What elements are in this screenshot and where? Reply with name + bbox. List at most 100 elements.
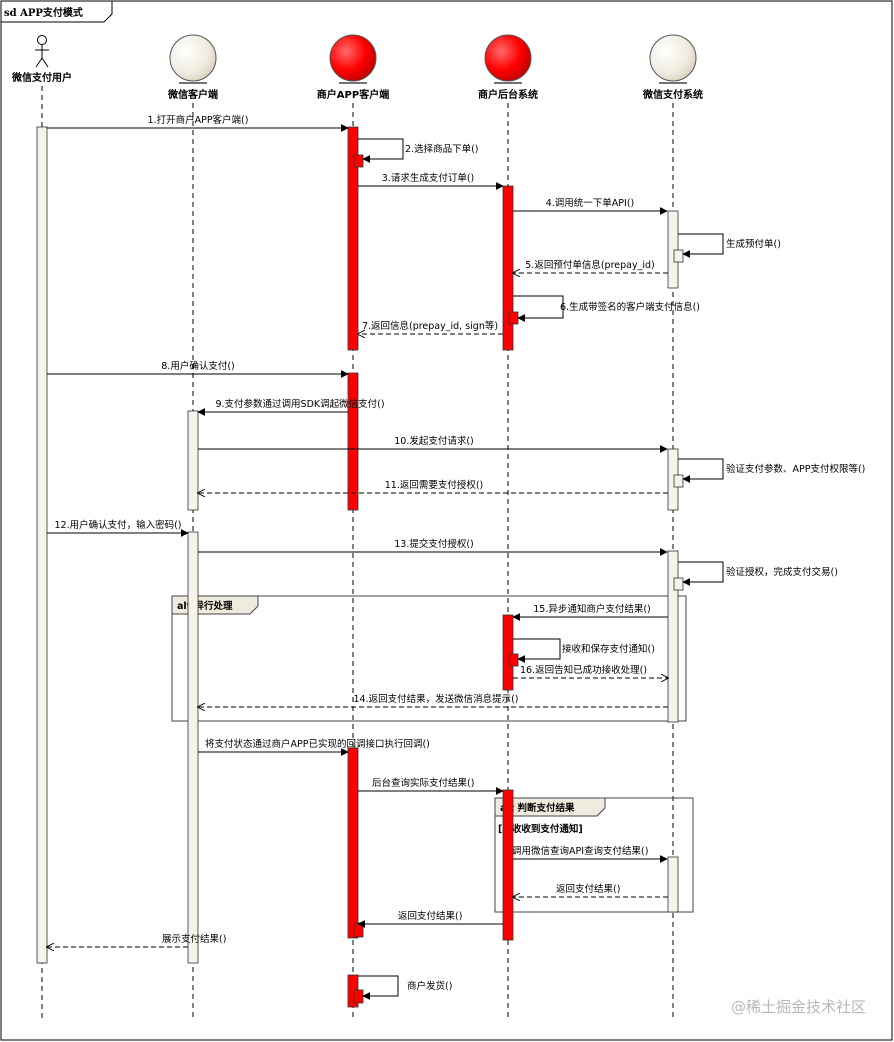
- message-label: 15.异步通知商户支付结果(): [533, 603, 651, 615]
- message-m19: 调用微信查询API查询支付结果(): [512, 845, 668, 863]
- actor-entity-icon: [329, 34, 377, 82]
- frame-tab: [1, 1, 113, 23]
- fragment-f2: alt 判断支付结果 [未收收到支付通知]: [494, 797, 694, 913]
- message-label: 13.提交支付授权(): [394, 538, 474, 550]
- actor-head-icon: [37, 35, 47, 45]
- message-m15: 15.异步通知商户支付结果(): [512, 603, 668, 621]
- self-message-arrow: [678, 561, 724, 586]
- message-m13b: 验证授权，完成支付交易(): [678, 561, 838, 586]
- message-label: 返回支付结果(): [556, 883, 620, 895]
- activation-bar-wxclient: [187, 531, 199, 964]
- actor-label: 微信支付系统: [642, 88, 703, 101]
- message-label: 6.生成带签名的客户端支付信息(): [560, 301, 700, 313]
- activation-sub-backend: [508, 653, 519, 667]
- message-label: 生成预付单(): [726, 238, 781, 250]
- message-label: 4.调用统一下单API(): [546, 197, 635, 209]
- message-label: 12.用户确认支付，输入密码(): [54, 519, 181, 531]
- message-m21: 返回支付结果(): [357, 910, 503, 928]
- message-label: 11.返回需要支付授权(): [385, 479, 484, 491]
- activation-bar-app: [347, 747, 359, 939]
- message-label: 14.返回支付结果，发送微信消息提示(): [353, 693, 518, 705]
- actor-backend: 商户后台系统: [478, 34, 538, 101]
- self-message-arrow: [678, 458, 724, 483]
- message-label: 返回支付结果(): [398, 910, 462, 922]
- message-label: 7.返回信息(prepay_id, sign等): [362, 320, 498, 332]
- activation-bar-backend: [502, 789, 514, 941]
- activation-sub-backend: [508, 311, 519, 325]
- message-label: 5.返回预付单信息(prepay_id): [525, 259, 654, 271]
- fragment-tab: [494, 797, 606, 817]
- message-m14: 14.返回支付结果，发送微信消息提示(): [198, 693, 668, 707]
- message-m3: 3.请求生成支付订单(): [358, 172, 504, 190]
- self-message-arrow: [513, 295, 564, 322]
- message-label: 10.发起支付请求(): [394, 435, 474, 447]
- message-m1: 1.打开商户APP客户端(): [47, 114, 349, 132]
- activation-bar-app: [347, 126, 359, 351]
- message-label: 9.支付参数通过调用SDK调起微信支付(): [215, 398, 384, 410]
- message-m10: 10.发起支付请求(): [198, 435, 668, 453]
- activation-sub-wxpay: [673, 249, 684, 263]
- fragment-label: alt 判断支付结果: [500, 802, 575, 814]
- frame-title: sd APP支付模式: [4, 8, 83, 19]
- message-m4b: 生成预付单(): [678, 233, 781, 258]
- fragment-guard: [未收收到支付通知]: [498, 823, 583, 835]
- actor-entity-icon: [484, 34, 532, 82]
- message-label: 验证支付参数、APP支付权限等(): [726, 463, 865, 475]
- actor-wxpay: 微信支付系统: [642, 34, 703, 101]
- message-m8: 8.用户确认支付(): [47, 360, 349, 378]
- fragment-border: [171, 595, 687, 722]
- message-m20: 返回支付结果(): [513, 883, 668, 897]
- message-m22: 展示支付结果(): [47, 933, 226, 947]
- actor-wxclient: 微信客户端: [167, 34, 218, 101]
- activation-sub-wxpay: [673, 577, 684, 591]
- message-m18: 后台查询实际支付结果(): [358, 777, 504, 795]
- actor-leg-icon: [35, 57, 43, 68]
- watermark-text: @稀土掘金技术社区: [730, 998, 866, 1016]
- message-m4: 4.调用统一下单API(): [513, 197, 668, 215]
- message-label: 8.用户确认支付(): [161, 360, 234, 372]
- message-label: 16.返回告知已成功接收处理(): [520, 664, 647, 676]
- self-message-arrow: [358, 975, 399, 1000]
- message-m9: 9.支付参数通过调用SDK调起微信支付(): [197, 398, 385, 416]
- message-label: 将支付状态通过商户APP已实现的回调接口执行回调(): [205, 738, 430, 750]
- activation-sub-app: [353, 989, 364, 1004]
- self-message-arrow: [678, 233, 724, 258]
- activation-sub-app: [353, 922, 364, 938]
- message-label: 展示支付结果(): [162, 933, 226, 945]
- message-m5: 5.返回预付单信息(prepay_id): [513, 259, 668, 273]
- message-label: 后台查询实际支付结果(): [372, 777, 474, 789]
- actor-entity-icon: [169, 34, 217, 82]
- activation-sub-wxpay: [673, 474, 684, 488]
- self-message-arrow: [513, 638, 561, 663]
- activation-bar-app: [347, 372, 359, 511]
- message-label: 验证授权，完成支付交易(): [726, 566, 838, 578]
- message-m2: 2.选择商品下单(): [358, 138, 478, 163]
- message-label: 接收和保存支付通知(): [562, 643, 655, 655]
- activation-bar-wxpay: [667, 210, 679, 289]
- message-label: 3.请求生成支付订单(): [382, 172, 474, 184]
- message-m17: 将支付状态通过商户APP已实现的回调接口执行回调(): [198, 738, 430, 756]
- actor-label: 商户后台系统: [478, 88, 538, 101]
- activation-bar-wxpay: [667, 856, 679, 913]
- self-message-arrow: [358, 138, 404, 163]
- actor-user: 微信支付用户: [11, 35, 72, 84]
- message-m23: 商户发货(): [358, 975, 452, 1000]
- fragment-label: alt 异行处理: [177, 600, 233, 612]
- message-m12: 12.用户确认支付，输入密码(): [47, 519, 189, 537]
- activation-sub-app: [353, 154, 364, 168]
- message-label: 1.打开商户APP客户端(): [148, 114, 249, 126]
- activation-bar-backend: [502, 185, 514, 351]
- actor-leg-icon: [41, 57, 49, 68]
- actor-label: 微信客户端: [167, 88, 218, 101]
- message-m11: 11.返回需要支付授权(): [198, 479, 668, 493]
- message-m16: 16.返回告知已成功接收处理(): [513, 664, 668, 678]
- message-m10b: 验证支付参数、APP支付权限等(): [678, 458, 865, 483]
- message-m15b: 接收和保存支付通知(): [513, 638, 655, 663]
- message-m6: 6.生成带签名的客户端支付信息(): [513, 295, 700, 322]
- activation-bar-wxpay: [667, 550, 679, 723]
- actor-label: 微信支付用户: [11, 71, 72, 84]
- message-label: 2.选择商品下单(): [405, 143, 478, 155]
- message-m7: 7.返回信息(prepay_id, sign等): [358, 320, 503, 334]
